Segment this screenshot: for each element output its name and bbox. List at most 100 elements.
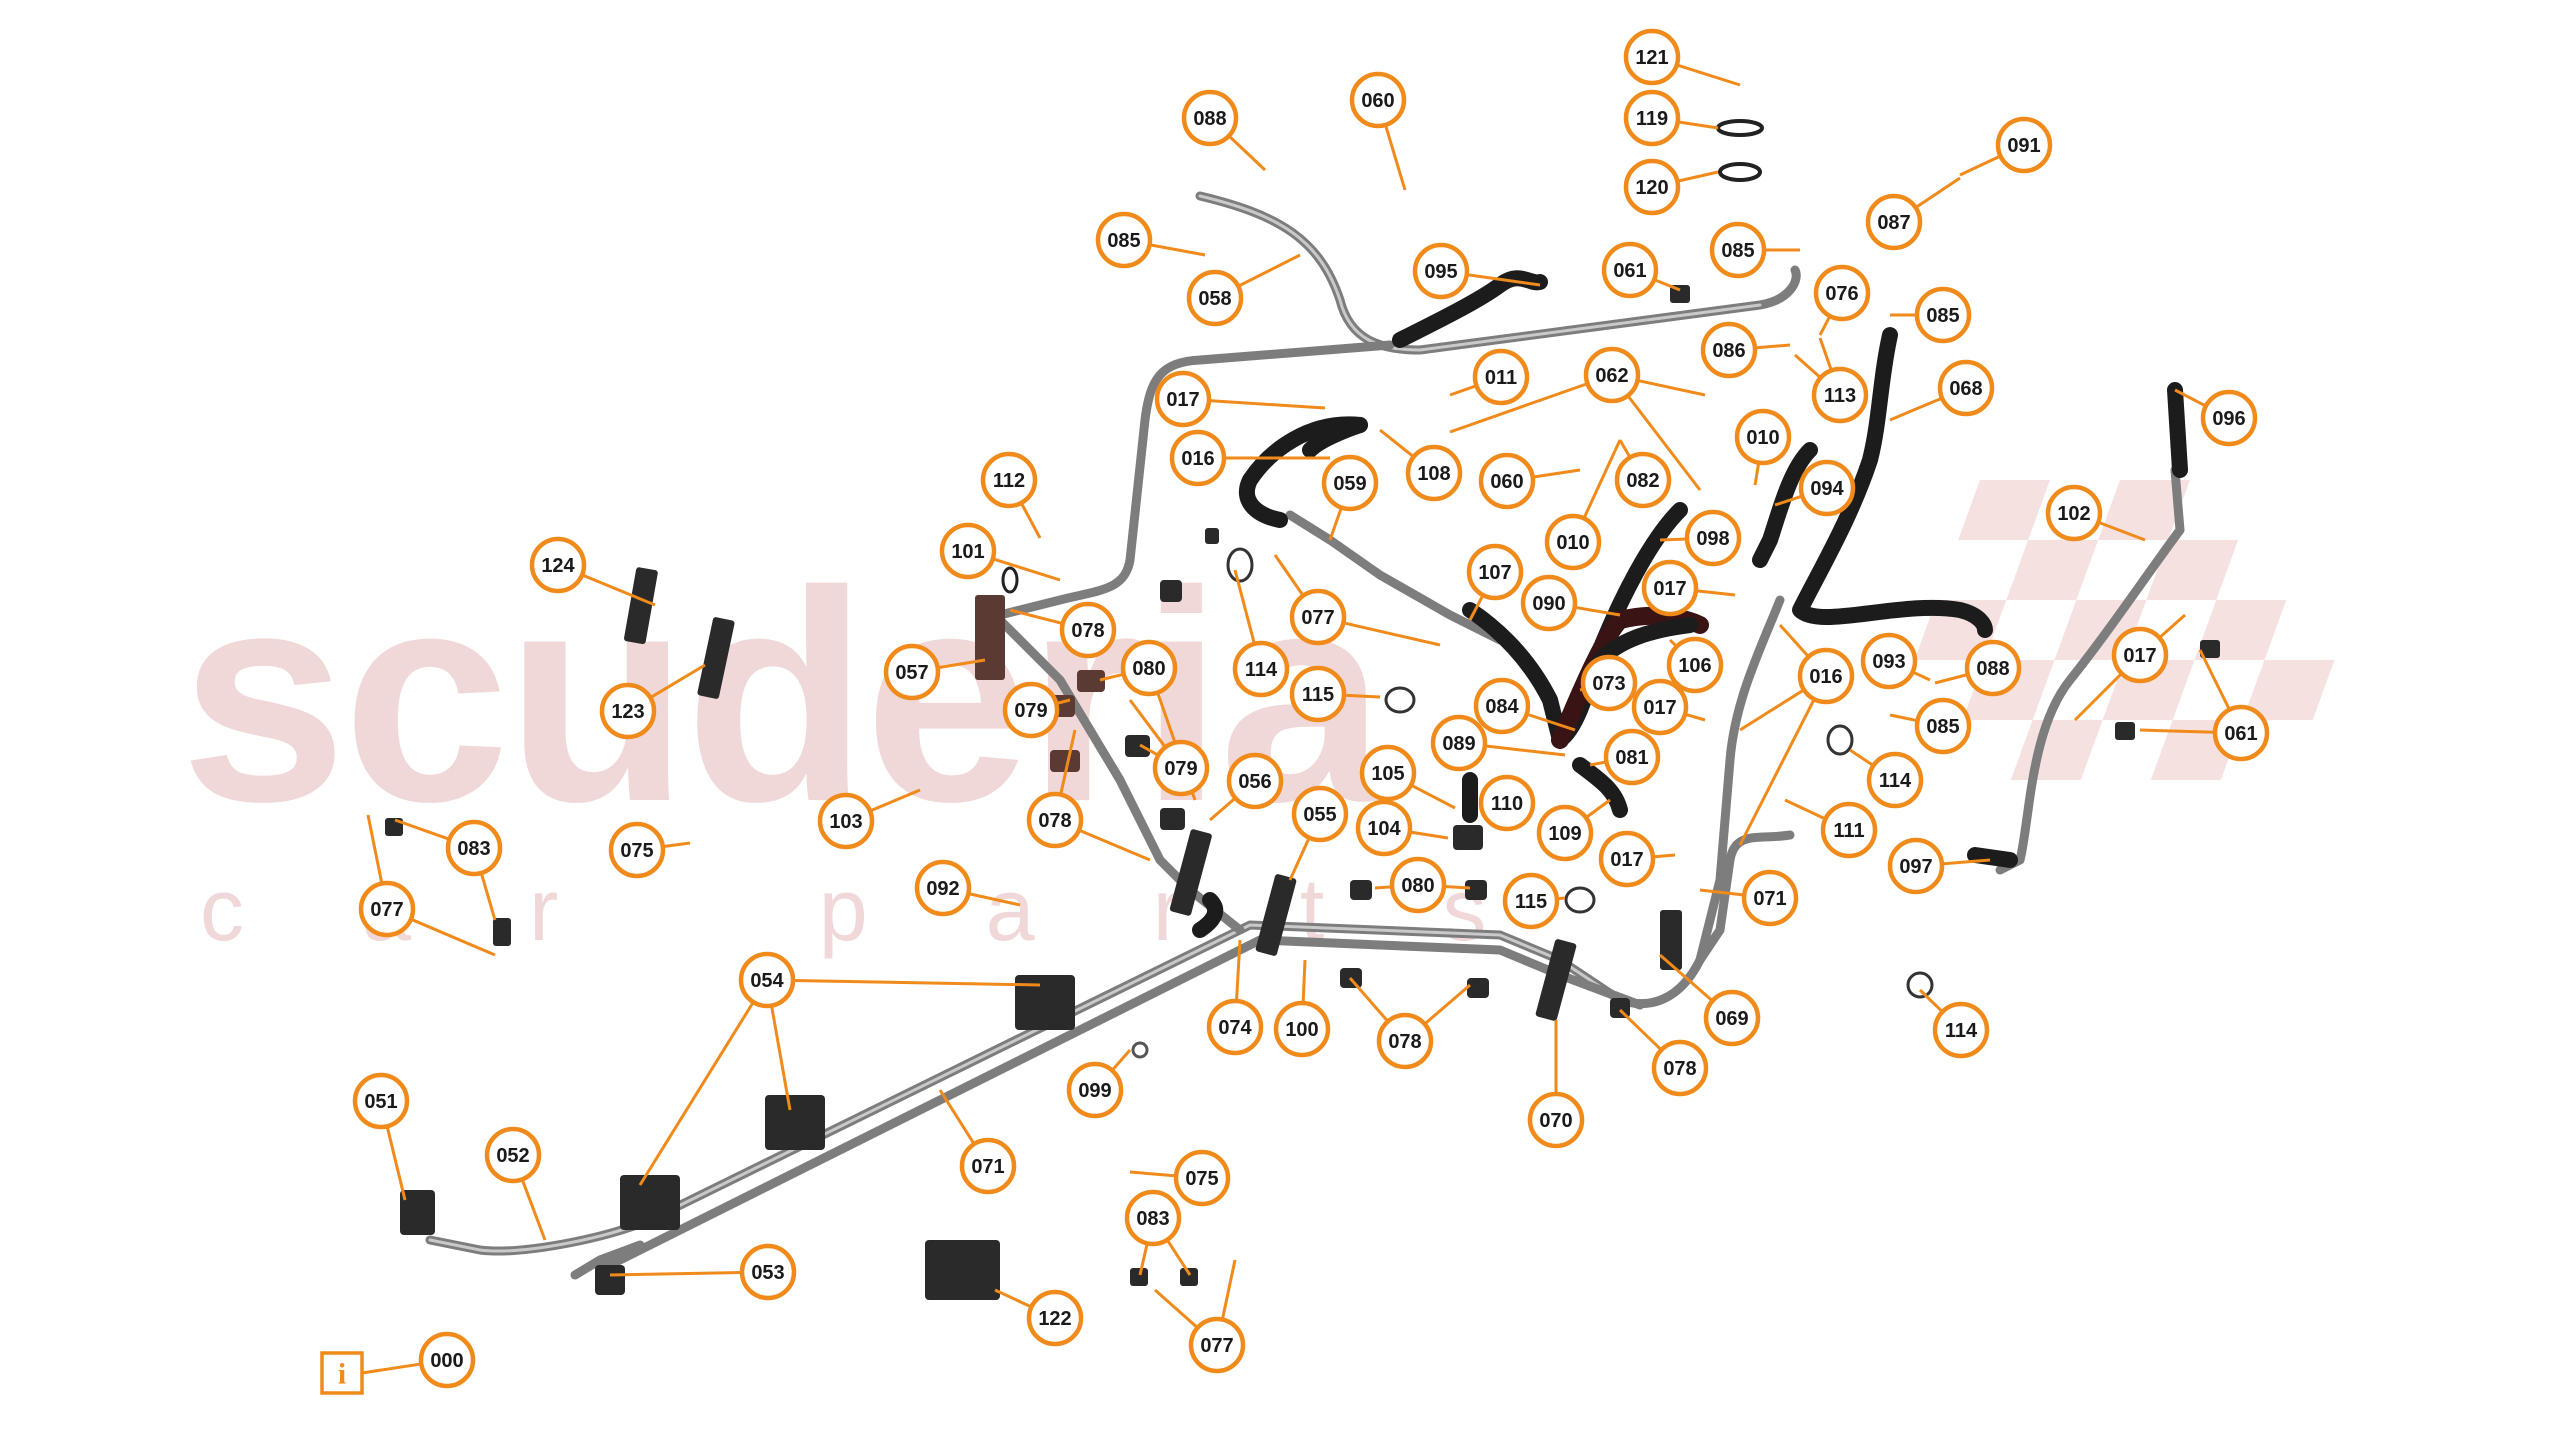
callout-056[interactable]: 056 [1226, 752, 1284, 810]
callout-068[interactable]: 068 [1937, 359, 1995, 417]
callout-114[interactable]: 114 [1866, 751, 1924, 809]
callout-080[interactable]: 080 [1389, 856, 1447, 914]
callout-074[interactable]: 074 [1206, 998, 1264, 1056]
callout-078[interactable]: 078 [1376, 1012, 1434, 1070]
callout-017[interactable]: 017 [1631, 678, 1689, 736]
callout-079[interactable]: 079 [1152, 739, 1210, 797]
callout-093[interactable]: 093 [1860, 632, 1918, 690]
callout-061[interactable]: 061 [2212, 704, 2270, 762]
callout-078[interactable]: 078 [1059, 601, 1117, 659]
callout-073[interactable]: 073 [1580, 654, 1638, 712]
callout-085[interactable]: 085 [1095, 211, 1153, 269]
callout-label: 088 [1976, 658, 2009, 680]
callout-121[interactable]: 121 [1623, 28, 1681, 86]
callout-085[interactable]: 085 [1709, 221, 1767, 279]
callout-016[interactable]: 016 [1169, 429, 1227, 487]
callout-083[interactable]: 083 [445, 819, 503, 877]
callout-060[interactable]: 060 [1349, 71, 1407, 129]
callout-062[interactable]: 062 [1583, 346, 1641, 404]
callout-000[interactable]: 000 [418, 1331, 476, 1389]
callout-077[interactable]: 077 [1188, 1316, 1246, 1374]
callout-123[interactable]: 123 [599, 682, 657, 740]
callout-109[interactable]: 109 [1536, 804, 1594, 862]
callout-092[interactable]: 092 [914, 859, 972, 917]
callout-106[interactable]: 106 [1666, 636, 1724, 694]
callout-081[interactable]: 081 [1603, 728, 1661, 786]
callout-110[interactable]: 110 [1478, 774, 1536, 832]
callout-115[interactable]: 115 [1502, 872, 1560, 930]
callout-016[interactable]: 016 [1797, 647, 1855, 705]
callout-017[interactable]: 017 [1641, 559, 1699, 617]
callout-085[interactable]: 085 [1914, 286, 1972, 344]
callout-090[interactable]: 090 [1520, 574, 1578, 632]
callout-069[interactable]: 069 [1703, 989, 1761, 1047]
callout-017[interactable]: 017 [2111, 626, 2169, 684]
callout-111[interactable]: 111 [1820, 801, 1878, 859]
callout-104[interactable]: 104 [1355, 799, 1413, 857]
callout-114[interactable]: 114 [1932, 1001, 1990, 1059]
callout-091[interactable]: 091 [1995, 116, 2053, 174]
callout-080[interactable]: 080 [1120, 639, 1178, 697]
callout-059[interactable]: 059 [1321, 454, 1379, 512]
callout-055[interactable]: 055 [1291, 785, 1349, 843]
callout-095[interactable]: 095 [1412, 242, 1470, 300]
callout-017[interactable]: 017 [1598, 830, 1656, 888]
callout-122[interactable]: 122 [1026, 1289, 1084, 1347]
callout-115[interactable]: 115 [1289, 665, 1347, 723]
callout-076[interactable]: 076 [1813, 264, 1871, 322]
callout-077[interactable]: 077 [358, 880, 416, 938]
callout-label: 011 [1485, 367, 1517, 389]
callout-058[interactable]: 058 [1186, 269, 1244, 327]
callout-075[interactable]: 075 [608, 821, 666, 879]
callout-010[interactable]: 010 [1734, 408, 1792, 466]
callout-102[interactable]: 102 [2045, 484, 2103, 542]
callout-071[interactable]: 071 [959, 1137, 1017, 1195]
callout-054[interactable]: 054 [738, 951, 796, 1009]
callout-107[interactable]: 107 [1466, 543, 1524, 601]
callout-078[interactable]: 078 [1026, 791, 1084, 849]
callout-085[interactable]: 085 [1914, 697, 1972, 755]
callout-082[interactable]: 082 [1614, 451, 1672, 509]
callout-100[interactable]: 100 [1273, 1000, 1331, 1058]
info-marker[interactable]: i [320, 1351, 364, 1395]
callout-083[interactable]: 083 [1124, 1189, 1182, 1247]
callout-077[interactable]: 077 [1289, 588, 1347, 646]
callout-103[interactable]: 103 [817, 792, 875, 850]
callout-096[interactable]: 096 [2200, 389, 2258, 447]
callout-060[interactable]: 060 [1478, 452, 1536, 510]
callout-086[interactable]: 086 [1700, 321, 1758, 379]
callout-105[interactable]: 105 [1359, 744, 1417, 802]
callout-078[interactable]: 078 [1651, 1039, 1709, 1097]
callout-010[interactable]: 010 [1544, 513, 1602, 571]
callout-051[interactable]: 051 [352, 1072, 410, 1130]
callout-084[interactable]: 084 [1473, 677, 1531, 735]
callout-061[interactable]: 061 [1601, 241, 1659, 299]
callout-057[interactable]: 057 [883, 643, 941, 701]
callout-088[interactable]: 088 [1964, 639, 2022, 697]
callout-108[interactable]: 108 [1405, 444, 1463, 502]
callout-label: 080 [1401, 875, 1434, 897]
callout-070[interactable]: 070 [1527, 1091, 1585, 1149]
callout-094[interactable]: 094 [1798, 459, 1856, 517]
callout-120[interactable]: 120 [1623, 158, 1681, 216]
callout-114[interactable]: 114 [1232, 640, 1290, 698]
callout-099[interactable]: 099 [1066, 1061, 1124, 1119]
callout-113[interactable]: 113 [1811, 366, 1869, 424]
callout-017[interactable]: 017 [1154, 370, 1212, 428]
callout-097[interactable]: 097 [1887, 837, 1945, 895]
callout-071[interactable]: 071 [1741, 869, 1799, 927]
callout-075[interactable]: 075 [1173, 1149, 1231, 1207]
callout-098[interactable]: 098 [1684, 509, 1742, 567]
callout-101[interactable]: 101 [939, 522, 997, 580]
callout-053[interactable]: 053 [739, 1243, 797, 1301]
callout-124[interactable]: 124 [529, 536, 587, 594]
callout-112[interactable]: 112 [980, 451, 1038, 509]
callout-circle [1188, 1316, 1246, 1374]
callout-079[interactable]: 079 [1002, 681, 1060, 739]
callout-089[interactable]: 089 [1430, 714, 1488, 772]
callout-119[interactable]: 119 [1623, 89, 1681, 147]
callout-052[interactable]: 052 [484, 1126, 542, 1184]
callout-011[interactable]: 011 [1472, 348, 1530, 406]
callout-088[interactable]: 088 [1181, 89, 1239, 147]
callout-087[interactable]: 087 [1865, 193, 1923, 251]
